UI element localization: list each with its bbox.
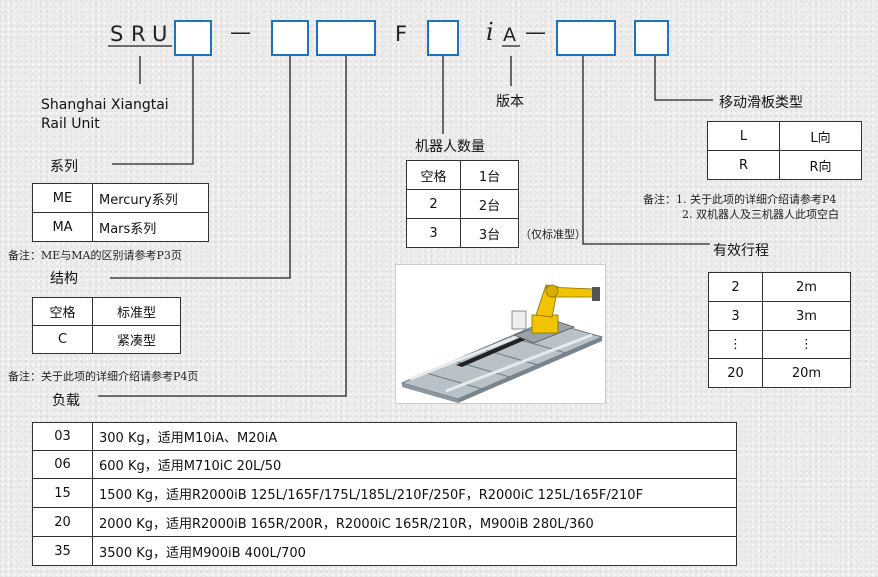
load-code: 06 <box>32 450 93 479</box>
series-code: ME <box>32 183 93 213</box>
stroke-code: 2 <box>708 272 763 302</box>
table-row: 3 3m <box>708 301 851 331</box>
table-row: 空格 标准型 <box>32 297 181 326</box>
table-row: 2 2台 <box>406 189 519 219</box>
load-label: 负载 <box>52 393 80 409</box>
structure-code: C <box>32 325 93 354</box>
slide-note-2: 2. 双机器人及三机器人此项空白 <box>682 208 839 221</box>
series-connector <box>112 56 194 165</box>
load-code-box <box>316 20 376 56</box>
table-row: L L向 <box>707 121 862 151</box>
stroke-code-box <box>556 20 616 56</box>
robot-rail-image <box>395 264 606 404</box>
table-row: MA Mars系列 <box>32 212 209 242</box>
load-connector <box>98 56 347 397</box>
code-letter-f: F <box>395 22 408 46</box>
stroke-label: 有效行程 <box>713 243 769 259</box>
load-desc: 2000 Kg，适用R2000iB 165R/200R，R2000iC 165R… <box>92 507 737 537</box>
table-row: 20 2000 Kg，适用R2000iB 165R/200R，R2000iC 1… <box>32 507 737 537</box>
robot-code: 2 <box>406 189 461 219</box>
load-code: 35 <box>32 536 93 566</box>
table-row: R R向 <box>707 150 862 180</box>
slide-type-label: 移动滑板类型 <box>719 95 803 111</box>
stroke-code: ⋮ <box>708 330 763 359</box>
robot-count-code-box <box>427 20 459 56</box>
stroke-desc: 20m <box>762 358 851 388</box>
table-row: 35 3500 Kg，适用M900iB 400L/700 <box>32 536 737 566</box>
robot-code: 空格 <box>406 160 461 190</box>
series-code: MA <box>32 212 93 242</box>
structure-desc: 标准型 <box>92 297 181 326</box>
structure-label: 结构 <box>50 271 78 287</box>
slide-code: L <box>707 121 780 151</box>
table-row: 15 1500 Kg，适用R2000iB 125L/165F/175L/185L… <box>32 478 737 508</box>
stroke-table: 2 2m 3 3m ⋮ ⋮ 20 20m <box>708 272 851 388</box>
code-letter-u: U <box>152 22 168 46</box>
code-letter-s: S <box>110 22 124 46</box>
structure-table: 空格 标准型 C 紧凑型 <box>32 297 181 354</box>
table-row: ⋮ ⋮ <box>708 330 851 359</box>
standard-only-note: （仅标准型） <box>520 228 586 241</box>
code-letter-i: i <box>486 18 494 46</box>
robot-code: 3 <box>406 218 461 248</box>
table-row: 03 300 Kg，适用M10iA、M20iA <box>32 422 737 451</box>
company-name-line2: Rail Unit <box>41 116 100 132</box>
load-code: 03 <box>32 422 93 451</box>
table-row: 3 3台 <box>406 218 519 248</box>
table-row: 20 20m <box>708 358 851 388</box>
code-dash-1: — <box>230 20 251 44</box>
table-row: 06 600 Kg，适用M710iC 20L/50 <box>32 450 737 479</box>
slide-type-connector <box>654 56 713 101</box>
series-desc: Mercury系列 <box>92 183 209 213</box>
code-letter-a: A <box>503 24 516 46</box>
code-letter-r: R <box>131 22 146 46</box>
table-row: C 紧凑型 <box>32 325 181 354</box>
series-table: ME Mercury系列 MA Mars系列 <box>32 183 209 242</box>
slide-type-table: L L向 R R向 <box>707 121 862 180</box>
company-name: Shanghai Xiangtai <box>41 97 169 113</box>
load-desc: 600 Kg，适用M710iC 20L/50 <box>92 450 737 479</box>
structure-code: 空格 <box>32 297 93 326</box>
load-desc: 3500 Kg，适用M900iB 400L/700 <box>92 536 737 566</box>
table-row: ME Mercury系列 <box>32 183 209 213</box>
robot-count-label: 机器人数量 <box>415 139 485 155</box>
slide-code: R <box>707 150 780 180</box>
code-dash-2: — <box>525 20 546 44</box>
series-desc: Mars系列 <box>92 212 209 242</box>
series-label: 系列 <box>50 159 78 175</box>
slide-note-1: 备注：1. 关于此项的详细介绍请参考P4 <box>643 193 837 206</box>
load-desc: 300 Kg，适用M10iA、M20iA <box>92 422 737 451</box>
load-code: 15 <box>32 478 93 508</box>
table-row: 2 2m <box>708 272 851 302</box>
slide-desc: R向 <box>779 150 862 180</box>
version-label: 版本 <box>496 94 524 110</box>
series-note: 备注：ME与MA的区别请参考P3页 <box>8 249 182 262</box>
robot-desc: 3台 <box>460 218 519 248</box>
structure-note: 备注：关于此项的详细介绍请参考P4页 <box>8 370 199 383</box>
stroke-desc: 2m <box>762 272 851 302</box>
load-desc: 1500 Kg，适用R2000iB 125L/165F/175L/185L/21… <box>92 478 737 508</box>
slide-type-code-box <box>634 20 669 56</box>
load-code: 20 <box>32 507 93 537</box>
robot-count-table: 空格 1台 2 2台 3 3台 <box>406 160 519 248</box>
structure-code-box <box>271 20 309 56</box>
robot-desc: 2台 <box>460 189 519 219</box>
slide-desc: L向 <box>779 121 862 151</box>
robot-rail-illustration <box>400 284 604 403</box>
stroke-connector <box>582 56 710 245</box>
structure-desc: 紧凑型 <box>92 325 181 354</box>
series-code-box <box>174 20 212 56</box>
stroke-desc: 3m <box>762 301 851 331</box>
stroke-desc: ⋮ <box>762 330 851 359</box>
stroke-code: 3 <box>708 301 763 331</box>
stroke-code: 20 <box>708 358 763 388</box>
table-row: 空格 1台 <box>406 160 519 190</box>
robot-desc: 1台 <box>460 160 519 190</box>
load-table: 03 300 Kg，适用M10iA、M20iA 06 600 Kg，适用M710… <box>32 422 737 566</box>
structure-connector <box>110 56 291 279</box>
